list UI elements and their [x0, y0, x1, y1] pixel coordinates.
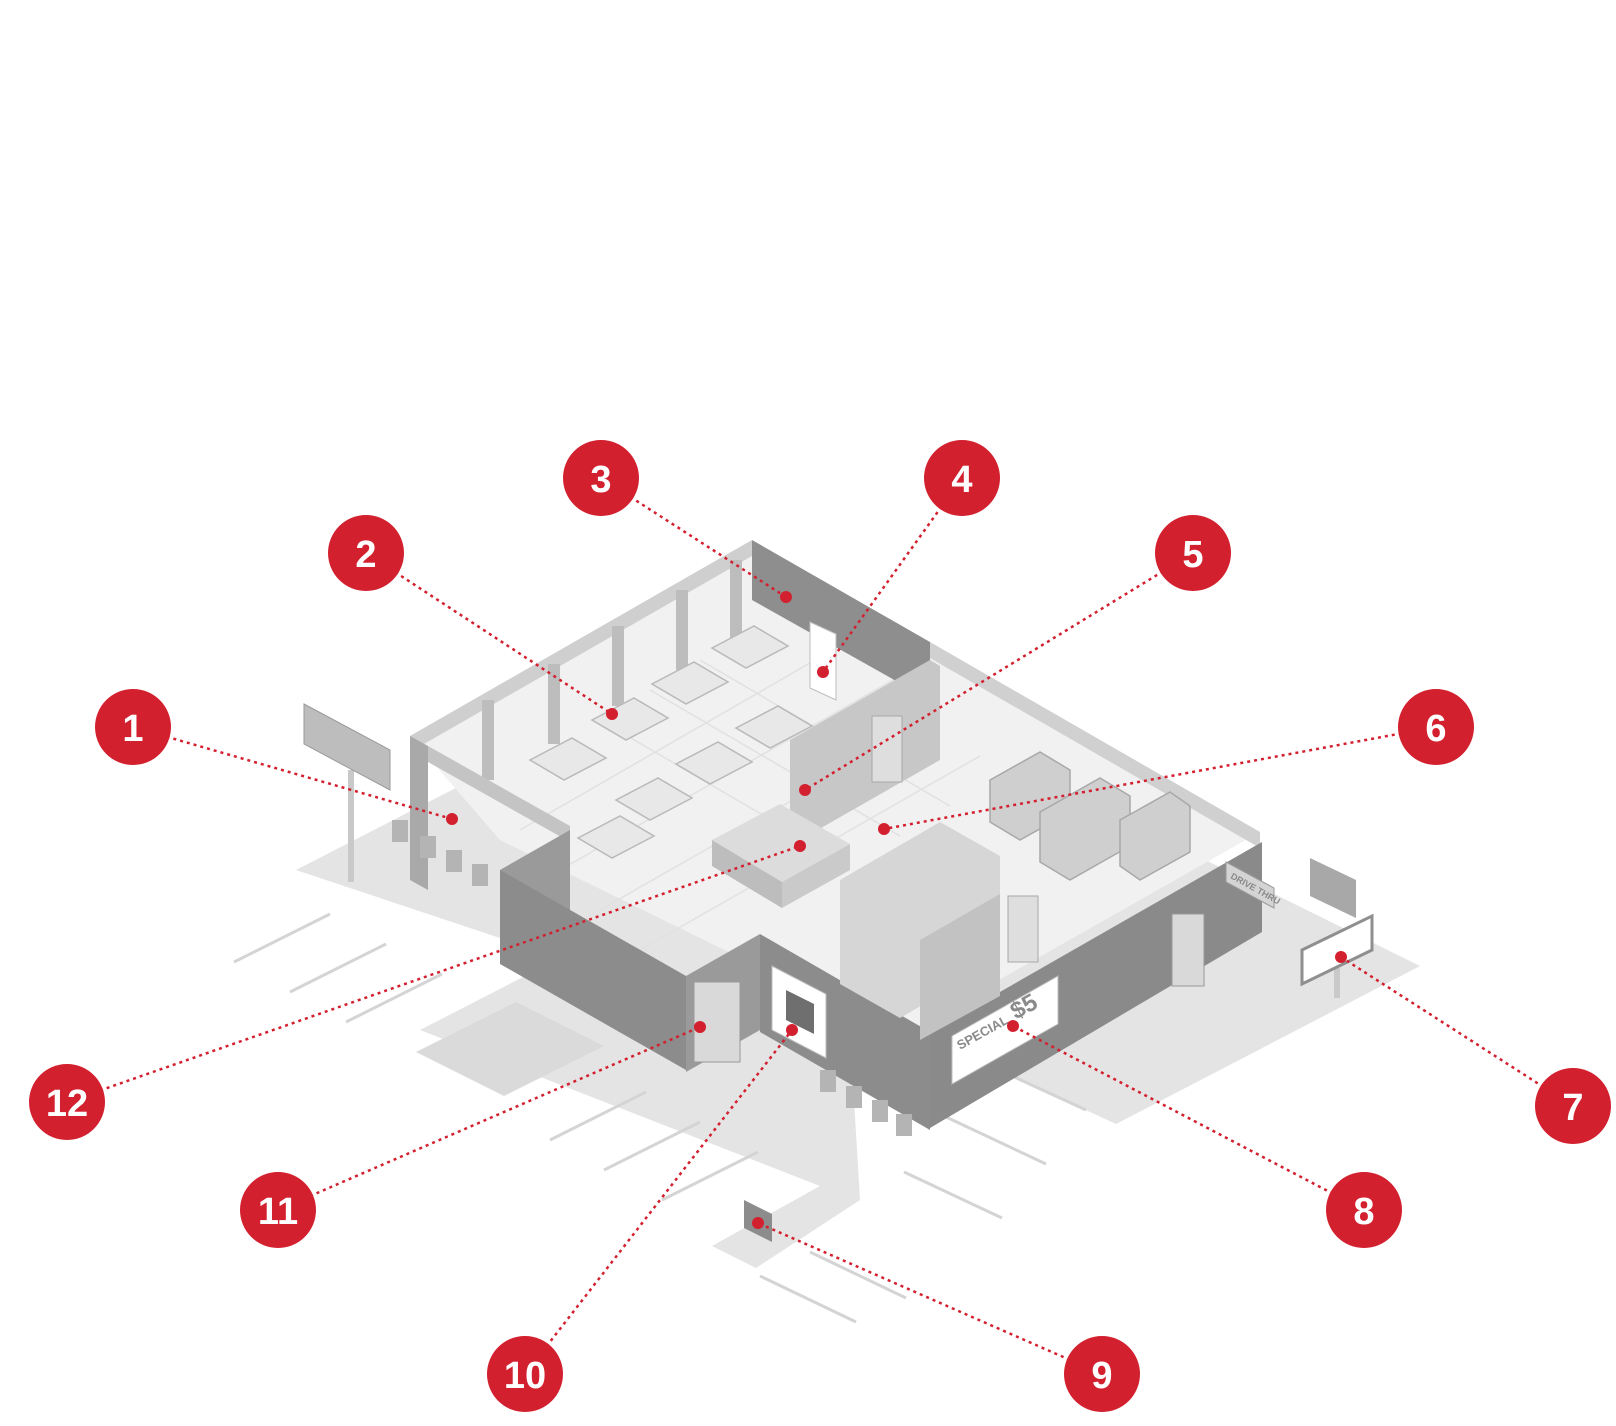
bollards	[392, 820, 912, 1136]
callout-5[interactable]: 5	[1155, 515, 1231, 591]
callout-target-dot-1	[446, 813, 458, 825]
callout-circle-8[interactable]	[1326, 1172, 1402, 1248]
callout-target-dot-11	[694, 1021, 706, 1033]
callout-circle-11[interactable]	[240, 1172, 316, 1248]
back-wall-accent	[752, 540, 930, 700]
service-counter	[712, 804, 850, 908]
callout-leader-line-1	[132, 725, 453, 821]
back-wall-left	[410, 540, 752, 752]
front-wall-left	[500, 870, 686, 1070]
side-door	[1171, 913, 1205, 987]
callout-circle-12[interactable]	[29, 1064, 105, 1140]
callout-circle-6[interactable]	[1398, 689, 1474, 765]
callout-target-dot-6	[878, 823, 890, 835]
kitchen-equipment	[989, 751, 1191, 881]
callout-3[interactable]: 3	[563, 440, 639, 516]
callout-target-dot-2	[606, 708, 618, 720]
callout-label-5: 5	[1182, 534, 1203, 576]
callout-label-4: 4	[951, 459, 972, 501]
callout-leader-line-5	[804, 551, 1194, 792]
callout-circle-2[interactable]	[328, 515, 404, 591]
callout-label-10: 10	[504, 1355, 546, 1397]
drive-thru-menu-board	[1300, 858, 1374, 998]
callout-10[interactable]: 10	[487, 1336, 563, 1412]
poster-sign-back	[809, 621, 837, 701]
callout-label-6: 6	[1425, 708, 1446, 750]
callout-circle-5[interactable]	[1155, 515, 1231, 591]
callout-label-7: 7	[1562, 1087, 1583, 1129]
window-mullions	[482, 560, 742, 780]
callout-target-dot-5	[799, 784, 811, 796]
callout-label-1: 1	[122, 708, 143, 750]
callout-circle-4[interactable]	[924, 440, 1000, 516]
callout-8[interactable]: 8	[1326, 1172, 1402, 1248]
callout-label-9: 9	[1091, 1355, 1112, 1397]
callout-target-dot-7	[1335, 951, 1347, 963]
kitchen-walls	[790, 660, 1000, 1040]
callout-leader-line-4	[821, 477, 964, 673]
callout-label-11: 11	[258, 1191, 298, 1233]
callout-circle-9[interactable]	[1064, 1336, 1140, 1412]
callout-target-dot-9	[752, 1217, 764, 1229]
callout-12[interactable]: 12	[29, 1064, 105, 1140]
callout-leader-line-2	[365, 551, 613, 716]
callout-label-8: 8	[1353, 1191, 1374, 1233]
callout-leaders	[66, 476, 1574, 1376]
callout-leader-line-10	[524, 1029, 793, 1375]
callout-target-dot-4	[817, 666, 829, 678]
callout-label-12: 12	[46, 1083, 88, 1125]
callout-2[interactable]: 2	[328, 515, 404, 591]
left-wall	[410, 736, 428, 890]
callout-target-dot-10	[786, 1024, 798, 1036]
callout-target-dot-3	[780, 591, 792, 603]
callout-4[interactable]: 4	[924, 440, 1000, 516]
callout-label-3: 3	[590, 459, 611, 501]
callout-7[interactable]: 7	[1535, 1068, 1611, 1144]
callout-1[interactable]: 1	[95, 689, 171, 765]
callout-target-dot-12	[794, 840, 806, 852]
pylon-sign	[303, 703, 391, 882]
callout-11[interactable]: 11	[240, 1172, 316, 1248]
window-poster	[771, 965, 827, 1059]
callout-9[interactable]: 9	[1064, 1336, 1140, 1412]
callout-label-2: 2	[355, 534, 376, 576]
callout-6[interactable]: 6	[1398, 689, 1474, 765]
callout-leader-line-6	[883, 725, 1437, 831]
callout-circle-7[interactable]	[1535, 1068, 1611, 1144]
callout-leader-line-8	[1012, 1024, 1365, 1212]
dining-tables	[528, 625, 814, 859]
callout-circle-3[interactable]	[563, 440, 639, 516]
callout-target-dot-8	[1007, 1020, 1019, 1032]
callout-circle-10[interactable]	[487, 1336, 563, 1412]
callout-circle-1[interactable]	[95, 689, 171, 765]
